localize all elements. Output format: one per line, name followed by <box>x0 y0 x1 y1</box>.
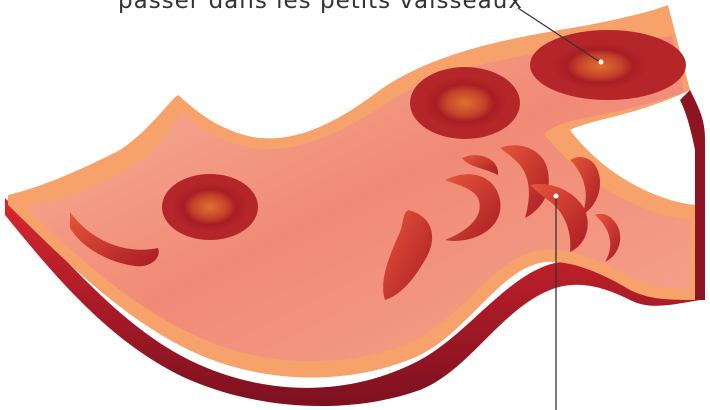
red-blood-cell-1 <box>162 174 258 240</box>
pointer-dot-bottom <box>554 194 559 199</box>
red-blood-cell-2 <box>410 67 520 139</box>
red-blood-cell-3 <box>530 30 686 100</box>
pointer-dot-top <box>599 60 604 65</box>
